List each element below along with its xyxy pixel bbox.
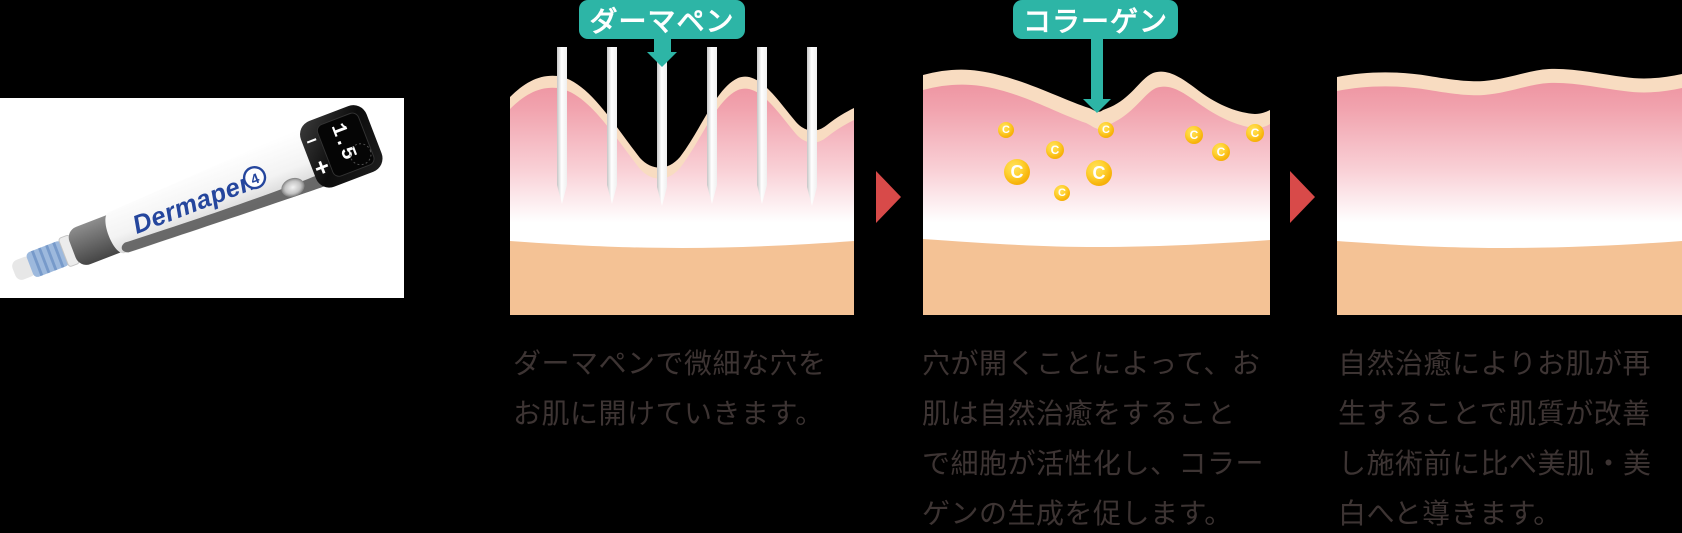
control-head: 1.5 − +: [300, 105, 383, 188]
caption-line: 生することで肌質が改善: [1338, 398, 1651, 429]
label-dermapen: ダーマペン: [579, 0, 745, 39]
label-arrow-head-dermapen: [647, 52, 677, 67]
caption-line: で細胞が活性化し、コラー: [922, 448, 1265, 479]
skin-diagram-step1: [510, 47, 854, 315]
label-arrow-stem-dermapen: [654, 37, 671, 53]
pen-body: [105, 126, 327, 254]
needle-tip: [12, 235, 80, 280]
pen-underside: [121, 173, 327, 253]
caption-step1: ダーマペンで微細な穴を お肌に開けていきます。: [513, 339, 827, 439]
caption-line: お肌に開けていきます。: [513, 398, 824, 429]
caption-step3: 自然治癒によりお肌が再 生することで肌質が改善 し施術前に比べ美肌・美 白へと導…: [1338, 339, 1652, 533]
badge-circle-icon: [242, 165, 267, 190]
caption-line: 肌は自然治癒をすること: [922, 398, 1236, 429]
microneedles: [557, 47, 817, 206]
caption-step2: 穴が開くことによって、お 肌は自然治癒をすること で細胞が活性化し、コラー ゲン…: [922, 339, 1264, 533]
dial-ring-icon: [349, 143, 372, 166]
label-dermapen-text: ダーマペン: [589, 5, 735, 37]
caption-line: ダーマペンで微細な穴を: [513, 348, 827, 379]
label-arrow-stem-collagen: [1091, 37, 1103, 100]
caption-line: 自然治癒によりお肌が再: [1338, 348, 1651, 379]
label-collagen-text: コラーゲン: [1022, 5, 1168, 37]
next-step-arrow-2: [1290, 171, 1315, 223]
skin-diagram-step3: [1337, 68, 1682, 315]
caption-line: 白へと導きます。: [1338, 498, 1562, 529]
caption-line: し施術前に比べ美肌・美: [1338, 448, 1652, 479]
caption-line: 穴が開くことによって、お: [922, 348, 1261, 379]
device-photo: 1.5 − + Dermapen 4: [0, 98, 404, 298]
label-arrow-head-collagen: [1083, 99, 1111, 113]
caption-line: ゲンの生成を促します。: [922, 498, 1233, 529]
subcutaneous-layer: [1337, 241, 1682, 315]
subcutaneous-layer: [923, 239, 1270, 315]
side-button: [281, 177, 305, 197]
subcutaneous-layer: [510, 241, 854, 315]
label-collagen: コラーゲン: [1013, 0, 1178, 39]
dermapen-device-illustration: 1.5 − + Dermapen 4: [12, 105, 383, 280]
next-step-arrow-1: [876, 171, 901, 223]
